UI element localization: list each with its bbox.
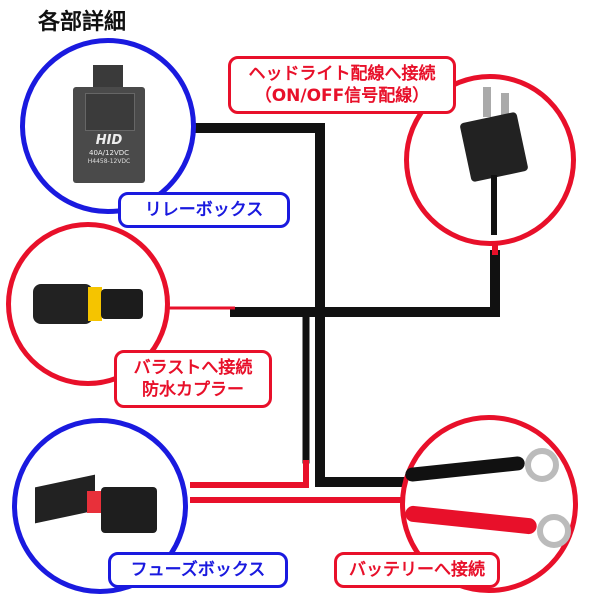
relay-rating: 40A/12VDC [88, 149, 130, 157]
ballast-label-line1: バラストへ接続 [133, 358, 253, 378]
black-wires [185, 123, 500, 487]
battery-red-lead [404, 505, 538, 535]
ring-terminal-icon [537, 514, 571, 548]
headlight-plug-image [459, 87, 531, 237]
headlight-connector-label: ヘッドライト配線へ接続 （ON/OFF信号配線） [228, 56, 456, 114]
ring-terminal-icon [525, 448, 559, 482]
fuse-box-label: フューズボックス [108, 552, 288, 588]
battery-black-lead [404, 455, 526, 483]
relay-box-circle: HID 40A/12VDC H4458-12VDC [20, 38, 196, 214]
page-title: 各部詳細 [38, 10, 127, 35]
relay-model: H4458-12VDC [87, 158, 131, 165]
relay-box-label: リレーボックス [118, 192, 290, 228]
waterproof-coupler-image [33, 279, 143, 329]
battery-label: バッテリーへ接続 [334, 552, 500, 588]
headlight-label-line2: （ON/OFF信号配線） [254, 86, 430, 106]
relay-box-image: HID 40A/12VDC H4458-12VDC [73, 65, 145, 183]
relay-brand: HID [95, 133, 123, 148]
ballast-connector-label: バラストへ接続 防水カプラー [114, 350, 272, 408]
fuse-box-image [35, 471, 165, 541]
headlight-label-line1: ヘッドライト配線へ接続 [248, 64, 436, 84]
ballast-label-line2: 防水カプラー [142, 380, 244, 400]
